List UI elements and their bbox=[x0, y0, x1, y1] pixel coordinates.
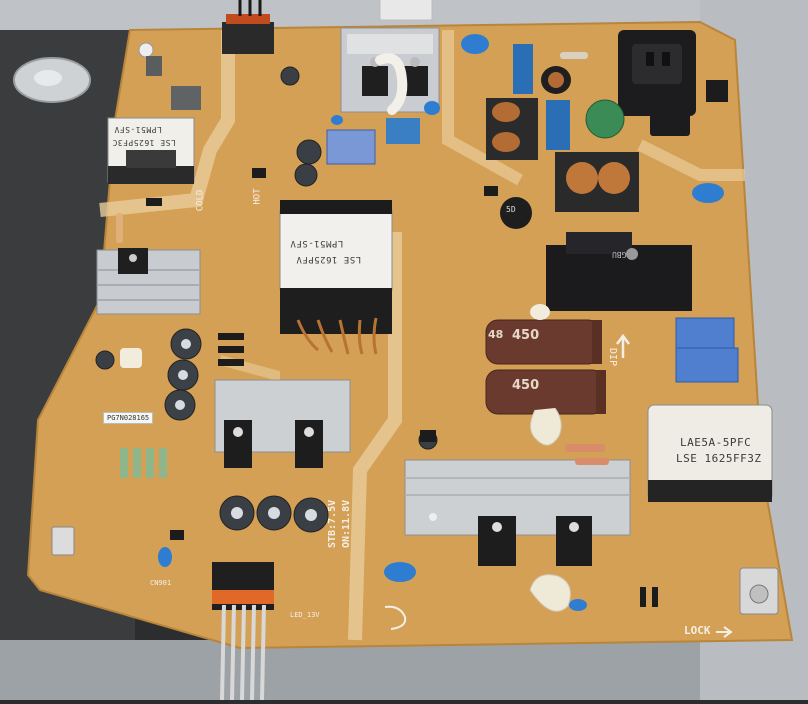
hot-label: HOT bbox=[252, 188, 263, 205]
bulk-capacitor bbox=[485, 369, 605, 415]
mount-bracket bbox=[51, 526, 75, 556]
main-transformer-code: LSE 1625PFV bbox=[296, 254, 362, 264]
lock-arrow bbox=[716, 626, 733, 638]
led-voltage-label: LED_13V bbox=[290, 611, 320, 619]
bridge-rectifier bbox=[546, 245, 692, 311]
bridge-label: GBU bbox=[612, 250, 627, 259]
resistor bbox=[565, 444, 605, 452]
cold-label: COLD bbox=[195, 189, 206, 212]
cap-mark: 48 bbox=[488, 328, 504, 341]
isolation-band bbox=[637, 139, 745, 181]
serial-sticker: PG7N028165 bbox=[103, 412, 154, 424]
x-capacitor bbox=[675, 347, 739, 383]
main-transformer-label: LPM51-SFV bbox=[290, 238, 344, 248]
pfc-choke-code: LSE 1625FF3Z bbox=[676, 452, 762, 465]
film-capacitor bbox=[326, 129, 376, 165]
dip-label: DIP bbox=[607, 347, 619, 367]
pfc-choke-label: LAE5A-5PFC bbox=[680, 436, 752, 449]
x-capacitor bbox=[675, 317, 735, 351]
resistor-bank bbox=[120, 448, 167, 478]
mounting-clip-hole bbox=[34, 70, 62, 86]
silkscreen-arrow bbox=[616, 333, 630, 358]
bottom-heatsink bbox=[404, 459, 631, 536]
standby-voltage-label: STB:7.5V bbox=[327, 499, 338, 548]
glue-blob bbox=[530, 407, 562, 446]
top-connector-plug bbox=[226, 14, 270, 24]
y-capacitor bbox=[569, 599, 587, 611]
output-connector-latch bbox=[212, 590, 274, 604]
mosfet bbox=[362, 66, 388, 96]
varistor-label: 5D bbox=[506, 205, 516, 214]
electrolytic-capacitor bbox=[294, 163, 318, 187]
y-capacitor bbox=[692, 183, 724, 203]
resistor bbox=[116, 213, 123, 243]
lock-label: LOCK bbox=[684, 624, 711, 637]
bottom-metal-panel bbox=[0, 640, 808, 700]
left-heatsink bbox=[96, 249, 201, 315]
electrolytic-capacitor bbox=[95, 350, 115, 370]
electrolytic-capacitor bbox=[296, 139, 322, 165]
ntc-thermistor bbox=[585, 99, 625, 139]
connector-label: CN901 bbox=[150, 579, 172, 587]
film-capacitor bbox=[386, 118, 420, 144]
varistor bbox=[500, 197, 532, 229]
y-capacitor bbox=[384, 562, 416, 582]
isolation-band bbox=[99, 30, 235, 217]
mount-hole bbox=[138, 42, 154, 58]
y-capacitor bbox=[158, 547, 172, 567]
resistor bbox=[575, 458, 609, 465]
cap-rating-top: 450 bbox=[512, 328, 540, 343]
glue-blob bbox=[529, 574, 571, 612]
top-connector bbox=[222, 22, 274, 54]
mount-hole bbox=[749, 584, 769, 604]
standby-transformer-code: LSE 1625PF3C bbox=[112, 138, 176, 147]
bulk-capacitor bbox=[485, 319, 601, 365]
on-voltage-label: ON:11.8V bbox=[341, 499, 352, 548]
x-capacitor bbox=[513, 44, 533, 94]
ac-inlet-socket bbox=[632, 44, 682, 84]
cap-rating-bottom: 450 bbox=[512, 378, 540, 393]
relay bbox=[171, 86, 201, 110]
x-capacitor bbox=[546, 100, 570, 150]
standby-transformer-label: LPM51-SFV bbox=[114, 125, 162, 134]
isolation-band bbox=[348, 232, 402, 641]
y-capacitor bbox=[461, 34, 489, 54]
isolation-band bbox=[442, 30, 523, 186]
glue-blob bbox=[375, 53, 408, 115]
glue-blob bbox=[120, 348, 142, 368]
resistor bbox=[560, 52, 588, 59]
main-transformer bbox=[279, 209, 393, 291]
ac-inlet-body bbox=[650, 96, 690, 136]
electrolytic-capacitor bbox=[280, 66, 300, 86]
